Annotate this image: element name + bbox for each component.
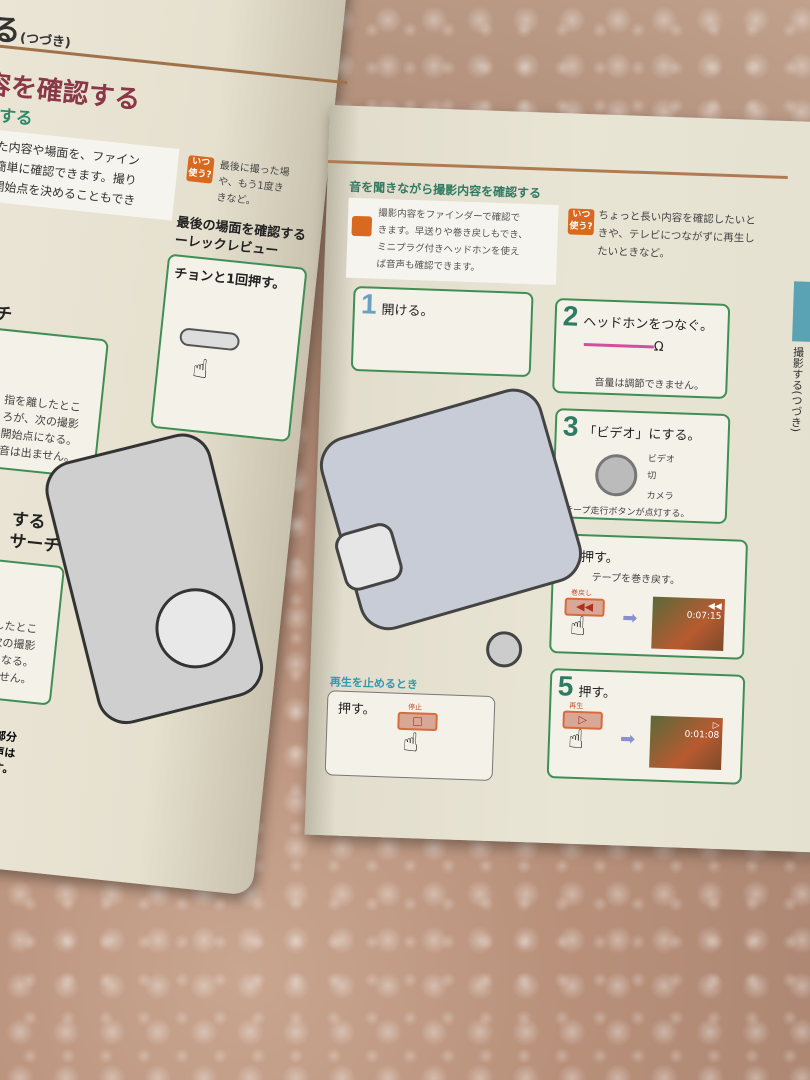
step-title: 「ビデオ」にする。 [583, 425, 701, 445]
search1-step: る。 [0, 332, 86, 371]
when-badge: いつ使う? [186, 155, 215, 184]
step-title: 押す。 [578, 685, 617, 702]
search2-note: 指を離したとこ ろが、次の撮影 開始点になる。 音は出ません。 [0, 613, 38, 689]
pointing-hand-icon: ☝ [569, 611, 587, 643]
play-label: 再生 [569, 701, 584, 711]
when-text: ちょっと長い内容を確認したいと きや、テレビにつながずに再生し たいときなど。 [597, 206, 756, 265]
step-note: テープ走行ボタンが点灯する。 [563, 505, 690, 520]
step-number: 1 [360, 288, 378, 320]
earphone-icon [485, 630, 523, 669]
footer-text: その部分 と音声は されます。 [0, 722, 18, 778]
pointing-hand-icon: ☝ [190, 353, 210, 386]
header-rule [327, 159, 788, 180]
subsection-title: 認する [0, 104, 34, 130]
step-note: 音量は調節できません。 [594, 377, 705, 393]
dial-option-video: ビデオ [647, 454, 676, 466]
arrow-right-icon: ➡ [619, 728, 636, 751]
search2-box: 指を離したとこ ろが、次の撮影 開始点になる。 音は出ません。 [0, 550, 66, 706]
right-page: 音を聞きながら撮影内容を確認する 撮影内容をファインダーで確認で きます。早送り… [304, 105, 810, 853]
step-number: 5 [557, 670, 574, 702]
mode-dial-icon [594, 453, 638, 497]
search1-title: する サーチ [0, 277, 15, 326]
step-number: 2 [562, 300, 579, 332]
dial-option-camera: カメラ [646, 491, 674, 503]
rec-review-step: チョンと1回押す。 [173, 266, 287, 293]
step-title: ヘッドホンをつなぐ。 [582, 314, 714, 335]
rec-review-box: チョンと1回押す。 ☝ [150, 253, 308, 443]
side-tab [792, 281, 810, 343]
headphone-icon: Ω [653, 339, 664, 355]
intro-box: した内容や場面を、ファイン で簡単に確認できます。撮り の開始点を決めることもで… [0, 128, 180, 221]
step-title: 押す。 [580, 550, 619, 567]
screen-time: 0:07:15 [686, 610, 722, 622]
headphone-plug-icon [583, 343, 654, 349]
search2-line: サーチ [8, 531, 62, 557]
search1-note: 指を離したとこ ろが、次の撮影 開始点になる。 音は出ません。 [0, 391, 82, 467]
step-sub: テープを巻き戻す。 [591, 572, 681, 587]
pointing-hand-icon: ☝ [567, 724, 585, 756]
camcorder-illustration [312, 381, 590, 638]
pointing-hand-icon: ☝ [402, 727, 420, 759]
info-icon [351, 215, 373, 237]
arrow-right-icon: ➡ [621, 607, 638, 630]
stop-title: 再生を止めるとき [329, 675, 419, 692]
lens-icon [147, 579, 244, 677]
viewfinder-screen: ◀◀0:07:15 [651, 596, 725, 652]
step-1-box: 1 開ける。 [350, 285, 534, 378]
screen-time: 0:01:08 [684, 729, 720, 741]
step-5-box: 5 押す。 再生 ▷ ☝ ➡ ▷0:01:08 [546, 668, 746, 785]
footer-line: その部分 [0, 726, 18, 745]
rocker-switch-icon [178, 327, 241, 352]
step-3-box: 3 「ビデオ」にする。 ビデオ 切 カメラ テープ走行ボタンが点灯する。 [551, 408, 731, 525]
side-tab-label: 撮影する(つづき) [788, 346, 805, 433]
stop-label: 停止 [407, 703, 423, 712]
step-2-box: 2 ヘッドホンをつなぐ。 Ω 音量は調節できません。 [552, 297, 731, 400]
step-title: 開ける。 [381, 302, 434, 320]
when-text: 最後に撮った場 や、もう1度き きなど。 [216, 158, 291, 213]
search2-title: する サーチ [8, 509, 63, 558]
lens-icon [331, 519, 406, 595]
info-box: 撮影内容をファインダーで確認で きます。早送りや巻き戻しもでき、 ミニプラグ付き… [345, 197, 559, 285]
camcorder-illustration [39, 427, 270, 731]
when-badge: いつ使う? [567, 208, 595, 236]
stop-box: 押す。 停止 □ ☝ [324, 690, 496, 782]
step-number: 3 [562, 410, 580, 442]
dial-option-off: 切 [647, 471, 657, 482]
search1-line: する [0, 277, 15, 304]
viewfinder-screen: ▷0:01:08 [649, 715, 723, 771]
